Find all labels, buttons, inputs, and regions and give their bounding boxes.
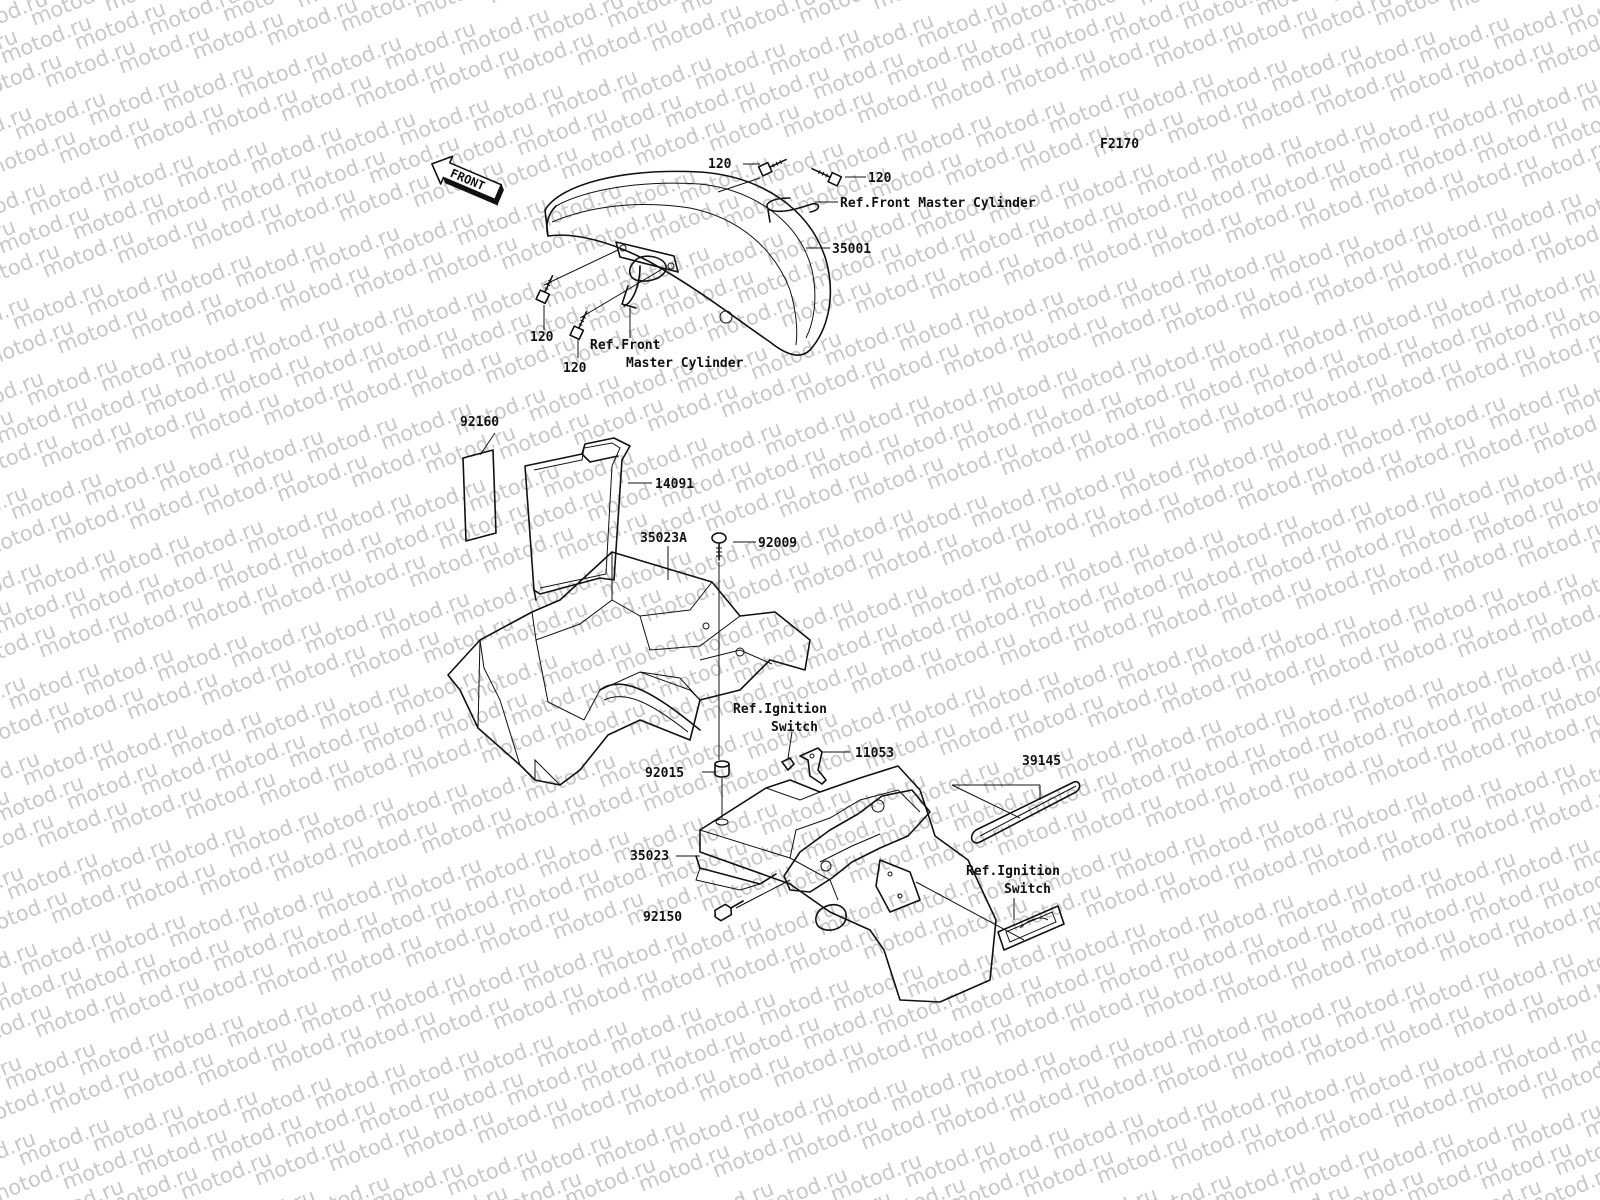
front-group-leaders [543,163,866,358]
callout-39145: 39145 [1022,754,1061,769]
callout-ref-ignition-switch-2a: Ref.Ignition [966,864,1060,879]
callout-92009: 92009 [758,536,797,551]
bolt-icon-120-left [535,275,554,305]
rear-fender-rear-35023 [695,765,997,1003]
strip-icon-39145 [970,780,1081,844]
reflector-icon [997,905,1065,951]
bolt-icon-120-right [811,167,843,187]
callout-92160: 92160 [460,415,499,430]
callout-120-bottom: 120 [563,361,587,376]
front-arrow-icon: FRONT [431,155,504,206]
rear-group-leaders [479,432,1041,941]
bolt-icon-120-top [757,158,787,177]
pad-icon-92160 [462,449,497,542]
callout-ref-front-master-cylinder-2a: Ref.Front [590,338,660,353]
collar-icon-92015 [714,760,730,778]
figure-code: F2170 [1100,137,1139,152]
callout-ref-ignition-switch-1a: Ref.Ignition [733,702,827,717]
callout-120-top: 120 [708,157,732,172]
callout-120-right: 120 [868,171,892,186]
watermark-text: motod.ru [1519,0,1600,3]
callout-35023a: 35023A [640,531,687,546]
callout-ref-front-master-cylinder-2b: Master Cylinder [626,356,744,371]
watermark-text: motod.ru [1063,1182,1161,1200]
callout-35001: 35001 [832,242,871,257]
callout-92015: 92015 [645,766,684,781]
callout-ref-ignition-switch-1b: Switch [771,720,818,735]
hose-clamp-icon-top [766,197,820,223]
bracket-icon-11053 [781,747,827,785]
callout-35023: 35023 [630,849,669,864]
rear-fender-front-35023A [447,551,811,786]
hose-clamp-icon-middle [621,255,667,309]
callout-14091: 14091 [655,477,694,492]
bolt-icon-92009 [711,532,727,561]
callout-120-left: 120 [530,330,554,345]
callout-92150: 92150 [643,910,682,925]
watermark-text: motod.ru [221,1184,319,1200]
callout-11053: 11053 [855,746,894,761]
bolt-icon-120-bottom [569,311,588,341]
callout-ref-ignition-switch-2b: Switch [1004,882,1051,897]
front-fender-35001 [544,170,832,356]
bolt-icon-92150 [714,900,744,922]
callout-ref-front-master-cylinder-1: Ref.Front Master Cylinder [840,196,1036,211]
